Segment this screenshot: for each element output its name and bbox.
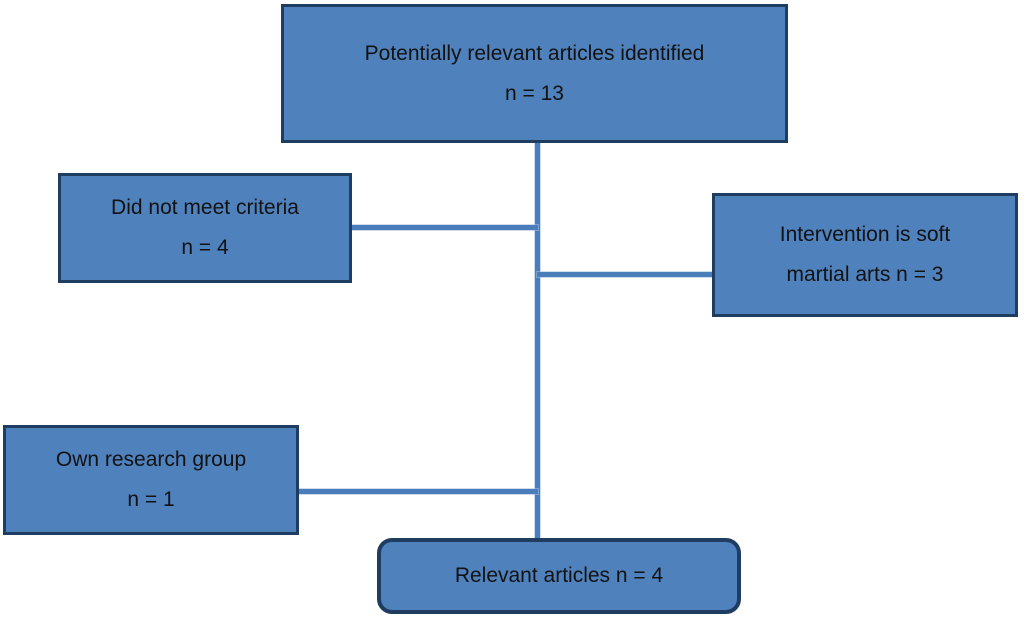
node-intervention-soft-martial-arts-line2: martial arts n = 3 <box>786 263 944 286</box>
connector-soft-martial-arts <box>537 272 713 277</box>
node-did-not-meet-criteria-count: n = 4 <box>181 236 229 259</box>
node-identified-count: n = 13 <box>505 81 564 105</box>
node-identified: Potentially relevant articles identified… <box>281 4 788 143</box>
node-own-research-group-line1: Own research group <box>55 448 247 471</box>
connector-own-research-group <box>298 489 538 494</box>
connector-did-not-meet-criteria <box>350 225 538 230</box>
node-did-not-meet-criteria-line1: Did not meet criteria <box>111 196 299 219</box>
node-intervention-soft-martial-arts-line1: Intervention is soft <box>779 223 951 246</box>
node-own-research-group: Own research group n = 1 <box>3 425 299 535</box>
connector-main-vertical <box>535 143 540 540</box>
node-did-not-meet-criteria: Did not meet criteria n = 4 <box>58 173 352 283</box>
node-own-research-group-count: n = 1 <box>127 488 175 511</box>
node-intervention-soft-martial-arts: Intervention is soft martial arts n = 3 <box>712 193 1018 317</box>
node-identified-line1: Potentially relevant articles identified <box>364 41 705 65</box>
node-relevant-articles-line1: Relevant articles n = 4 <box>454 564 664 587</box>
node-relevant-articles: Relevant articles n = 4 <box>377 538 741 614</box>
